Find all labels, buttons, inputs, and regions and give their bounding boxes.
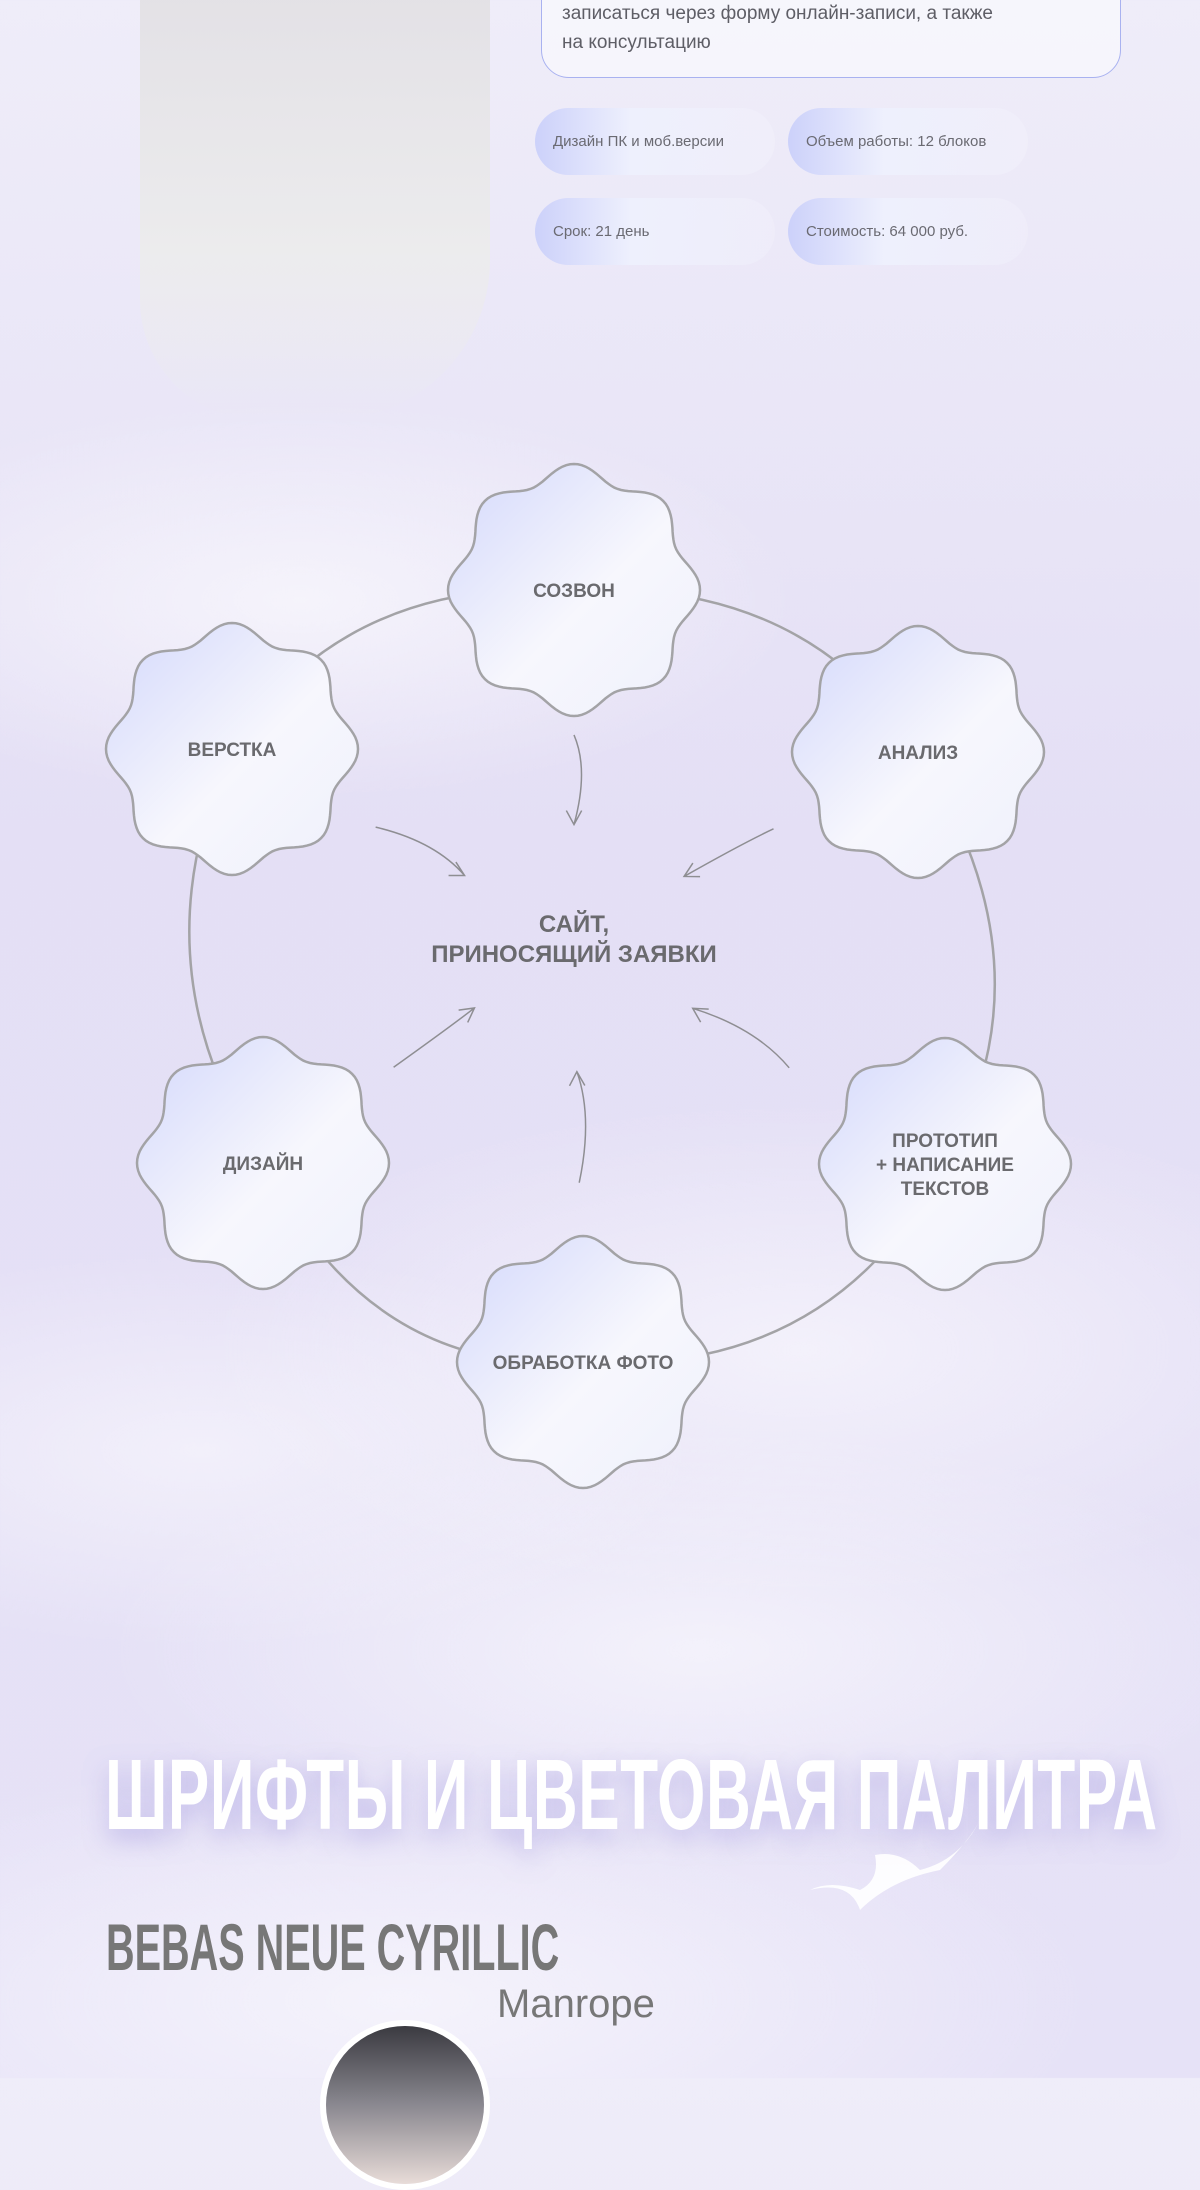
body-font-name: Manrope [497, 1982, 655, 2026]
chip-label: Объем работы: 12 блоков [806, 133, 987, 150]
arrow-icon [375, 826, 466, 877]
chip-label: Дизайн ПК и моб.версии [553, 133, 724, 150]
step-label: СОЗВОН [533, 581, 615, 602]
center-label: САЙТ,ПРИНОСЯЩИЙ ЗАЯВКИ [431, 910, 717, 968]
dove-image [810, 1820, 980, 1910]
chip-price: Стоимость: 64 000 руб. [788, 198, 1028, 265]
cloud-shape [104, 621, 360, 877]
cloud-shape [790, 624, 1046, 880]
offer-text-line: на консультацию [562, 32, 711, 53]
offer-text-line: записаться через форму онлайн-записи, а … [562, 3, 993, 24]
chip-volume: Объем работы: 12 блоков [788, 108, 1028, 175]
step-node-analysis: АНАЛИЗ [790, 624, 1046, 880]
cloud-shape [817, 1036, 1073, 1292]
chip-label: Стоимость: 64 000 руб. [806, 223, 969, 240]
step-node-design: ДИЗАЙН [135, 1035, 391, 1291]
cloud-shape [455, 1234, 711, 1490]
offer-card: записаться через форму онлайн-записи, а … [541, 0, 1121, 78]
arrow-icon [393, 1007, 476, 1068]
arrow-icon [682, 828, 774, 878]
arrow-icon [691, 1007, 790, 1069]
cloud-shape [446, 462, 702, 718]
step-node-call: СОЗВОН [446, 462, 702, 718]
chip-design: Дизайн ПК и моб.версии [535, 108, 775, 175]
avatar [320, 2020, 490, 2190]
step-label: ДИЗАЙН [223, 1153, 303, 1175]
cloud-shape [135, 1035, 391, 1291]
arrow-icon [568, 1070, 587, 1183]
heading-font-name: BEBAS NEUE CYRILLIC [106, 1910, 560, 1984]
chip-label: Срок: 21 день [553, 223, 650, 240]
section-title: ШРИФТЫ И ЦВЕТОВАЯ ПАЛИТРА [105, 1739, 1158, 1851]
step-node-layout: ВЕРСТКА [104, 621, 360, 877]
chip-term: Срок: 21 день [535, 198, 775, 265]
step-label: АНАЛИЗ [878, 743, 958, 764]
portrait-photo [140, 0, 490, 420]
step-label: ОБРАБОТКА ФОТО [493, 1353, 674, 1374]
step-node-photo: ОБРАБОТКА ФОТО [455, 1234, 711, 1490]
arrow-icon [565, 734, 583, 827]
step-label: ВЕРСТКА [188, 740, 277, 761]
